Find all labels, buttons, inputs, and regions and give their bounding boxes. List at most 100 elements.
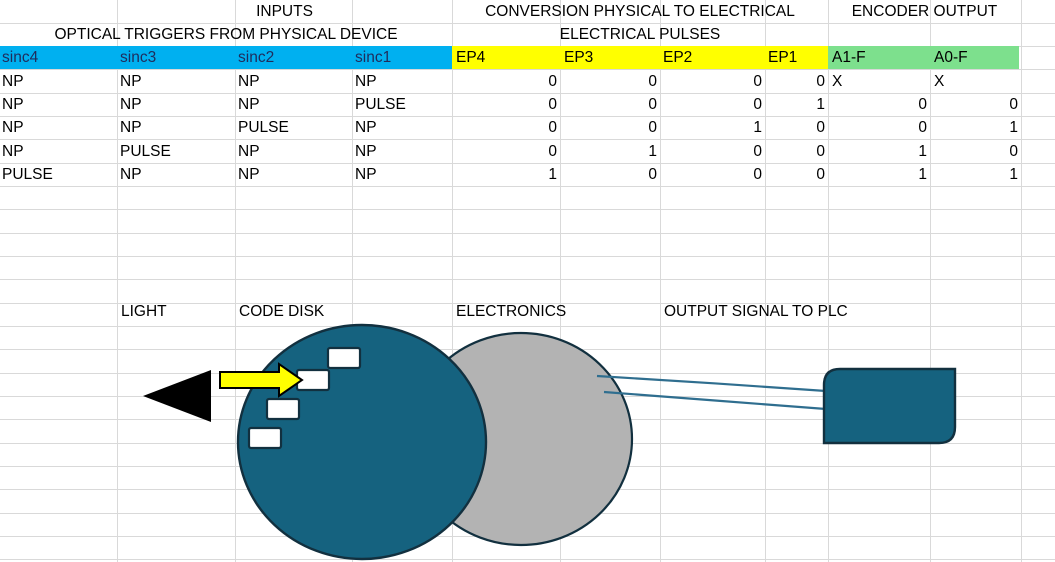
table-cell-a1f[interactable]: 1 bbox=[918, 143, 927, 160]
table-cell-sinc3[interactable]: NP bbox=[120, 119, 142, 136]
table-cell-ep3[interactable]: 1 bbox=[648, 143, 657, 160]
column-header-ep4[interactable]: EP4 bbox=[456, 49, 486, 66]
table-cell-ep1[interactable]: 0 bbox=[816, 166, 825, 183]
table-cell-ep2[interactable]: 0 bbox=[753, 73, 762, 90]
column-header-sinc1[interactable]: sinc1 bbox=[355, 49, 392, 66]
gridline-h bbox=[0, 466, 1055, 467]
table-cell-a0f[interactable]: X bbox=[934, 73, 945, 90]
table-cell-ep4[interactable]: 0 bbox=[548, 96, 557, 113]
table-cell-ep2[interactable]: 0 bbox=[753, 166, 762, 183]
table-cell-ep1[interactable]: 0 bbox=[816, 119, 825, 136]
gridline-h bbox=[0, 373, 1055, 374]
table-cell-sinc1[interactable]: NP bbox=[355, 166, 377, 183]
table-cell-sinc4[interactable]: NP bbox=[2, 73, 24, 90]
table-cell-sinc3[interactable]: PULSE bbox=[120, 143, 171, 160]
table-cell-a1f[interactable]: 1 bbox=[918, 166, 927, 183]
header-band-inputs bbox=[0, 46, 452, 69]
gridline-v bbox=[560, 0, 561, 562]
signal-wire bbox=[596, 374, 827, 393]
gridline-v bbox=[930, 0, 931, 562]
table-cell-ep4[interactable]: 0 bbox=[548, 119, 557, 136]
gridline-h bbox=[0, 326, 1055, 327]
gridline-h bbox=[0, 349, 1055, 350]
table-cell-ep1[interactable]: 0 bbox=[816, 73, 825, 90]
signal-wire bbox=[603, 390, 827, 411]
table-cell-ep1[interactable]: 0 bbox=[816, 143, 825, 160]
gridline-h bbox=[0, 186, 1055, 187]
table-cell-sinc1[interactable]: NP bbox=[355, 73, 377, 90]
gridline-h bbox=[0, 396, 1055, 397]
gridline-h bbox=[0, 489, 1055, 490]
table-cell-sinc1[interactable]: PULSE bbox=[355, 96, 406, 113]
table-cell-ep4[interactable]: 0 bbox=[548, 73, 557, 90]
column-header-a1f[interactable]: A1-F bbox=[832, 49, 866, 66]
table-cell-ep2[interactable]: 0 bbox=[753, 143, 762, 160]
table-cell-ep3[interactable]: 0 bbox=[648, 166, 657, 183]
gridline-h bbox=[0, 303, 1055, 304]
gridline-h bbox=[0, 279, 1055, 280]
header-band-pulses bbox=[452, 46, 828, 69]
column-header-sinc4[interactable]: sinc4 bbox=[2, 49, 39, 66]
gridline-h bbox=[0, 233, 1055, 234]
column-header-sinc3[interactable]: sinc3 bbox=[120, 49, 157, 66]
table-cell-sinc1[interactable]: NP bbox=[355, 143, 377, 160]
group-header-encoder-output: ENCODER OUTPUT bbox=[851, 3, 998, 20]
code-disk-slot bbox=[247, 426, 283, 450]
gridline-h bbox=[0, 513, 1055, 514]
table-cell-sinc3[interactable]: NP bbox=[120, 166, 142, 183]
table-cell-sinc2[interactable]: NP bbox=[238, 166, 260, 183]
table-cell-sinc3[interactable]: NP bbox=[120, 73, 142, 90]
table-cell-sinc1[interactable]: NP bbox=[355, 119, 377, 136]
column-header-a0f[interactable]: A0-F bbox=[934, 49, 968, 66]
table-cell-a0f[interactable]: 0 bbox=[1009, 96, 1018, 113]
table-cell-sinc4[interactable]: NP bbox=[2, 119, 24, 136]
gridline-h bbox=[0, 139, 1055, 140]
gridline-h bbox=[0, 209, 1055, 210]
table-cell-sinc3[interactable]: NP bbox=[120, 96, 142, 113]
code-disk-slot bbox=[265, 397, 301, 421]
table-cell-sinc4[interactable]: NP bbox=[2, 96, 24, 113]
table-cell-sinc4[interactable]: PULSE bbox=[2, 166, 53, 183]
table-cell-ep3[interactable]: 0 bbox=[648, 119, 657, 136]
gridline-h bbox=[0, 536, 1055, 537]
table-cell-ep3[interactable]: 0 bbox=[648, 96, 657, 113]
gridline-v bbox=[452, 0, 453, 562]
column-header-ep1[interactable]: EP1 bbox=[768, 49, 798, 66]
column-header-ep3[interactable]: EP3 bbox=[564, 49, 594, 66]
table-cell-a1f[interactable]: 0 bbox=[918, 96, 927, 113]
table-cell-sinc4[interactable]: NP bbox=[2, 143, 24, 160]
gridline-h bbox=[0, 93, 1055, 94]
gridline-h bbox=[0, 69, 1055, 70]
gridline-v bbox=[828, 0, 829, 562]
table-cell-sinc2[interactable]: NP bbox=[238, 143, 260, 160]
table-cell-ep2[interactable]: 0 bbox=[753, 96, 762, 113]
group-header-inputs: INPUTS bbox=[256, 3, 313, 20]
table-cell-ep2[interactable]: 1 bbox=[753, 119, 762, 136]
table-cell-a0f[interactable]: 1 bbox=[1009, 119, 1018, 136]
table-cell-a1f[interactable]: X bbox=[832, 73, 843, 90]
group-header-conversion: CONVERSION PHYSICAL TO ELECTRICAL bbox=[485, 3, 795, 20]
gridline-v bbox=[235, 0, 236, 562]
table-cell-a1f[interactable]: 0 bbox=[918, 119, 927, 136]
table-cell-ep3[interactable]: 0 bbox=[648, 73, 657, 90]
table-cell-a0f[interactable]: 0 bbox=[1009, 143, 1018, 160]
code-disk-slot bbox=[326, 346, 362, 370]
table-cell-ep4[interactable]: 0 bbox=[548, 143, 557, 160]
table-cell-a0f[interactable]: 1 bbox=[1009, 166, 1018, 183]
gridline-h bbox=[0, 116, 1055, 117]
table-cell-ep1[interactable]: 1 bbox=[816, 96, 825, 113]
gridline-v bbox=[117, 0, 118, 562]
diagram-label-code-disk: CODE DISK bbox=[239, 303, 325, 320]
table-cell-sinc2[interactable]: NP bbox=[238, 96, 260, 113]
column-header-sinc2[interactable]: sinc2 bbox=[238, 49, 275, 66]
gridline-v bbox=[352, 0, 353, 562]
gridline-h bbox=[0, 163, 1055, 164]
table-cell-ep4[interactable]: 1 bbox=[548, 166, 557, 183]
table-cell-sinc2[interactable]: NP bbox=[238, 73, 260, 90]
gridline-h bbox=[0, 23, 1055, 24]
code-disk bbox=[236, 323, 488, 561]
table-cell-sinc2[interactable]: PULSE bbox=[238, 119, 289, 136]
column-header-ep2[interactable]: EP2 bbox=[663, 49, 693, 66]
sub-header-optical-triggers: OPTICAL TRIGGERS FROM PHYSICAL DEVICE bbox=[54, 26, 398, 43]
